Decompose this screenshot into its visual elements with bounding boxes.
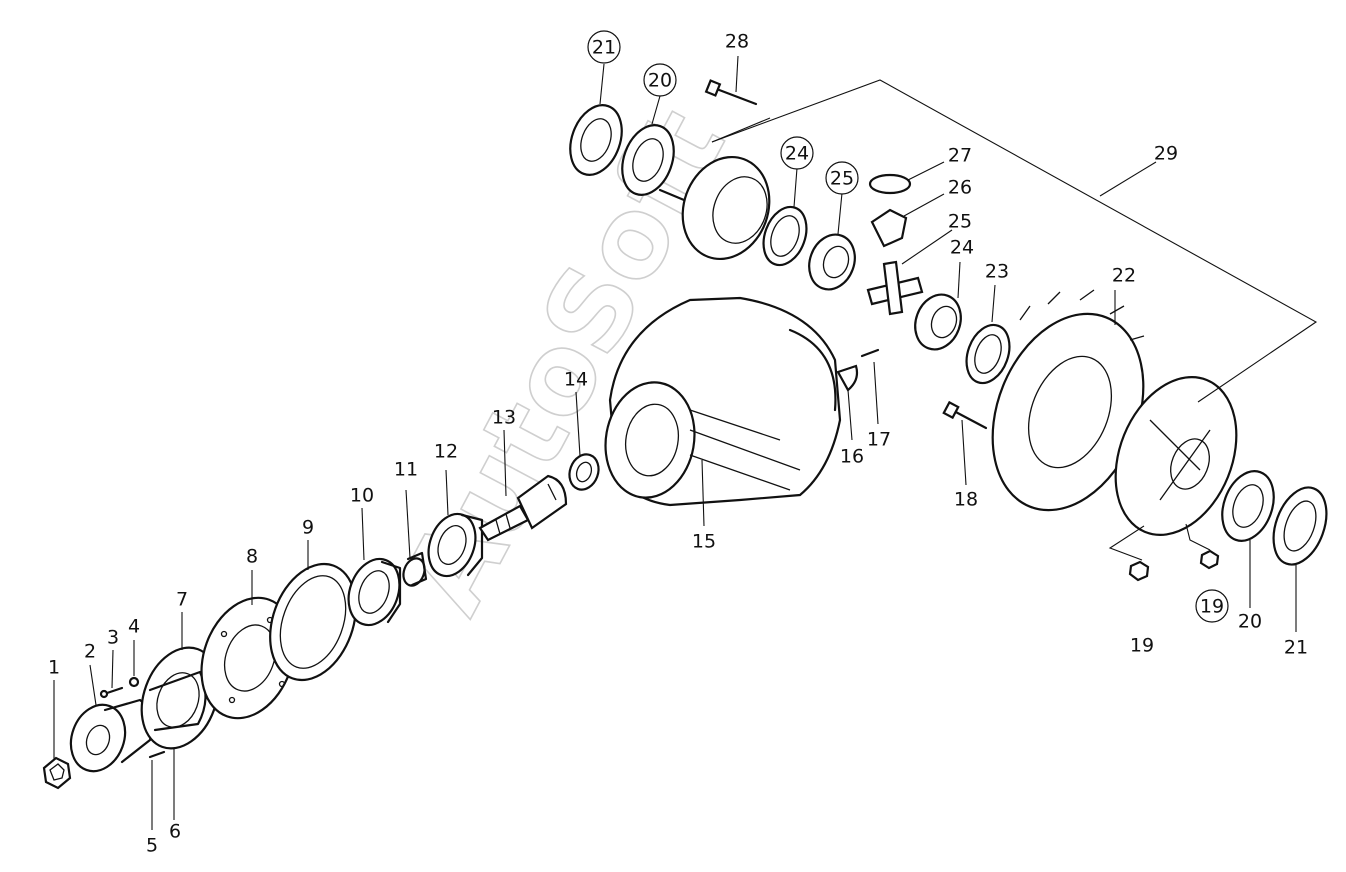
callout-10: 10 xyxy=(350,485,374,507)
castle-nut xyxy=(42,756,72,790)
callout-labels: 1 2 3 4 5 6 7 8 9 10 11 12 13 14 15 16 1… xyxy=(48,30,1308,857)
callout-19: 19 xyxy=(1130,635,1154,657)
callout-14: 14 xyxy=(564,369,588,391)
callout-5: 5 xyxy=(146,835,158,857)
callout-15: 15 xyxy=(692,531,716,553)
callout-11: 11 xyxy=(394,459,418,481)
case-bolt xyxy=(704,79,758,106)
callout-2: 2 xyxy=(84,641,96,663)
callout-24: 24 xyxy=(950,237,974,259)
pinion-inner-bearing xyxy=(427,512,484,578)
pinion-bearing-retainer xyxy=(140,646,220,750)
callout-25: 25 xyxy=(948,211,972,233)
callout-13: 13 xyxy=(492,407,516,429)
spring-washer xyxy=(128,676,140,688)
companion-flange xyxy=(69,698,153,773)
callout-23: 23 xyxy=(985,261,1009,283)
callout-16: 16 xyxy=(840,446,864,468)
callout-17: 17 xyxy=(867,429,891,451)
nut-right xyxy=(1199,549,1220,570)
bearing-adjuster-right xyxy=(1272,486,1328,566)
spacer-sleeve xyxy=(402,551,428,587)
differential-case-right xyxy=(1114,376,1238,536)
callout-20-circled: 20 xyxy=(648,70,672,92)
thrust-washer-right xyxy=(965,323,1011,385)
bearing-adjuster-left xyxy=(569,104,623,176)
callout-6: 6 xyxy=(169,821,181,843)
spherical-washer xyxy=(868,173,912,195)
pinion-outer-bearing xyxy=(347,557,402,627)
callout-27: 27 xyxy=(948,145,972,167)
callout-3: 3 xyxy=(107,627,119,649)
callout-22: 22 xyxy=(1112,265,1136,287)
differential-carrier xyxy=(604,296,842,507)
side-bearing-left xyxy=(621,124,675,196)
carrier-bolt xyxy=(860,348,880,358)
callout-21-circled: 21 xyxy=(592,37,616,59)
nut-left xyxy=(1128,560,1150,582)
side-bearing-right xyxy=(1221,470,1275,542)
differential-pinion-gear xyxy=(870,208,908,248)
callout-9: 9 xyxy=(302,517,314,539)
callout-8: 8 xyxy=(246,546,258,568)
assembly-bracket-29 xyxy=(711,79,1318,403)
spider-cross xyxy=(866,260,924,316)
callout-7: 7 xyxy=(176,589,188,611)
small-bolt xyxy=(99,686,124,699)
callout-4: 4 xyxy=(128,616,140,638)
callout-12: 12 xyxy=(434,441,458,463)
screw xyxy=(148,750,166,759)
thrust-washer-left xyxy=(762,205,808,267)
differential-case-left xyxy=(658,155,771,261)
callout-18: 18 xyxy=(954,489,978,511)
callout-19-circled: 19 xyxy=(1200,596,1224,618)
callout-20: 20 xyxy=(1238,611,1262,633)
callout-1: 1 xyxy=(48,657,60,679)
pinion-gear-left xyxy=(808,233,856,291)
pilot-bearing xyxy=(568,453,600,491)
lock-plate xyxy=(836,364,859,392)
ring-gear-bolt xyxy=(942,400,988,430)
drive-pinion xyxy=(478,474,568,542)
callout-28: 28 xyxy=(725,31,749,53)
side-gear-right xyxy=(914,293,962,351)
parts-drawing xyxy=(42,79,1328,790)
callout-26: 26 xyxy=(948,177,972,199)
callout-24-circled: 24 xyxy=(785,143,809,165)
shim-gasket xyxy=(269,562,357,682)
callout-21: 21 xyxy=(1284,637,1308,659)
ring-gear xyxy=(991,289,1145,512)
leader-lines xyxy=(53,55,1297,830)
callout-25-circled: 25 xyxy=(830,168,854,190)
callout-29: 29 xyxy=(1154,143,1178,165)
